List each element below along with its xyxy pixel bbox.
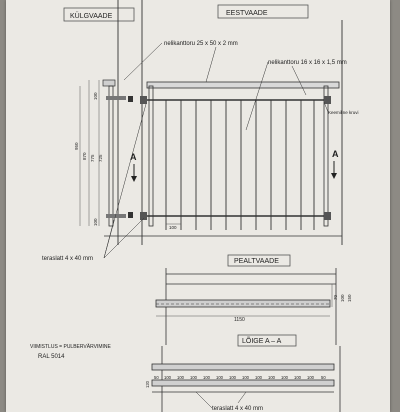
section-dim: 100 [216, 375, 224, 380]
callout-flat-bar-bottom: teraslatt 4 x 40 mm [212, 406, 263, 412]
section-dim: 100 [242, 375, 250, 380]
top-depth-dim-3: 150 [347, 294, 352, 302]
side-anchor-top [128, 96, 133, 102]
side-dim-4: 775 [90, 154, 95, 162]
section-view: LÕIGE A – A 50 100 100 100 100 100 100 1… [145, 334, 341, 412]
technical-drawing: KÜLGVAADE EESTVAADE 100 950 870 775 725 … [30, 0, 359, 412]
side-view: 100 950 870 775 725 100 A [74, 79, 137, 227]
callouts: nelikanttoru 25 x 50 x 2 mm nelikanttoru… [42, 41, 359, 262]
side-view-title: KÜLGVAADE [70, 12, 113, 20]
section-mark-left: A [130, 152, 137, 162]
top-depth-dim-1: 70 [333, 294, 338, 300]
leader-line [195, 391, 213, 409]
section-arrowhead-right [331, 173, 337, 179]
section-dim: 50 [321, 375, 326, 380]
side-dim-6: 100 [93, 218, 98, 226]
leader-line [237, 391, 247, 404]
side-view-title-box [63, 7, 135, 22]
callout-rail-tube: nelikanttoru 25 x 50 x 2 mm [164, 41, 238, 47]
top-width-dim: 1150 [234, 317, 245, 323]
side-dim-2: 950 [74, 142, 79, 150]
section-dim: 100 [294, 375, 302, 380]
finish-color: RAL 5014 [38, 354, 65, 360]
section-dim: 100 [281, 375, 289, 380]
top-view-title-box [227, 254, 291, 267]
finish-box: VIIMISTLUS = PULBERVÄRVIMINE RAL 5014 [30, 343, 111, 360]
anchor-plate [324, 212, 331, 220]
section-top-rail [151, 363, 335, 371]
drawing-sheet: KÜLGVAADE EESTVAADE 100 950 870 775 725 … [6, 0, 390, 412]
anchor-plate [140, 96, 147, 104]
leader-line [103, 103, 147, 259]
front-view: 100 A [140, 81, 340, 230]
front-post-right [323, 85, 329, 227]
section-dim: 100 [164, 375, 172, 380]
leader-line [245, 61, 269, 131]
anchor-plate [324, 96, 331, 104]
side-dim-3: 870 [82, 152, 87, 160]
top-depth-dim-2: 100 [340, 294, 345, 302]
side-top-bracket [106, 96, 126, 100]
side-dim-5: 725 [98, 154, 103, 162]
side-handrail [102, 79, 116, 87]
section-dim: 100 [268, 375, 276, 380]
side-anchor-bottom [128, 212, 133, 218]
finish-title: VIIMISTLUS = PULBERVÄRVIMINE [30, 343, 111, 350]
section-dim: 100 [307, 375, 315, 380]
top-handrail [155, 299, 331, 308]
section-dim: 100 [203, 375, 211, 380]
leader-line [291, 65, 307, 96]
section-mark-right: A [332, 149, 339, 159]
section-title-box [237, 334, 297, 347]
callout-anchor: Keemiline kruvi [328, 110, 359, 115]
section-dim: 100 [177, 375, 185, 380]
section-dim: 100 [190, 375, 198, 380]
section-title: LÕIGE A – A [242, 336, 282, 345]
section-dim: 100 [255, 375, 263, 380]
leader-line [123, 42, 163, 81]
front-view-title-box [217, 4, 309, 19]
section-bottom-rail [151, 379, 335, 387]
leader-line [205, 46, 217, 83]
side-post [108, 85, 114, 227]
section-arrowhead-left [131, 176, 137, 182]
anchor-plate [140, 212, 147, 220]
top-view-title: PEALTVAADE [234, 258, 279, 265]
leader-line [323, 101, 329, 113]
callout-flat-bar: teraslatt 4 x 40 mm [42, 256, 93, 262]
front-post-left [148, 85, 154, 227]
section-dim: 100 [229, 375, 237, 380]
side-dim-1: 100 [93, 92, 98, 100]
leader-line [103, 217, 145, 259]
front-view-title: EESTVAADE [226, 10, 268, 17]
front-handrail [146, 81, 340, 89]
gap-dim: 100 [169, 225, 177, 230]
callout-baluster-tube: nelikanttoru 16 x 16 x 1,5 mm [268, 60, 347, 66]
top-view: PEALTVAADE 1150 70 100 150 [155, 254, 352, 345]
side-bottom-bracket [106, 214, 126, 218]
section-dim: 50 [154, 375, 159, 380]
section-height-dim: 120 [145, 380, 150, 388]
